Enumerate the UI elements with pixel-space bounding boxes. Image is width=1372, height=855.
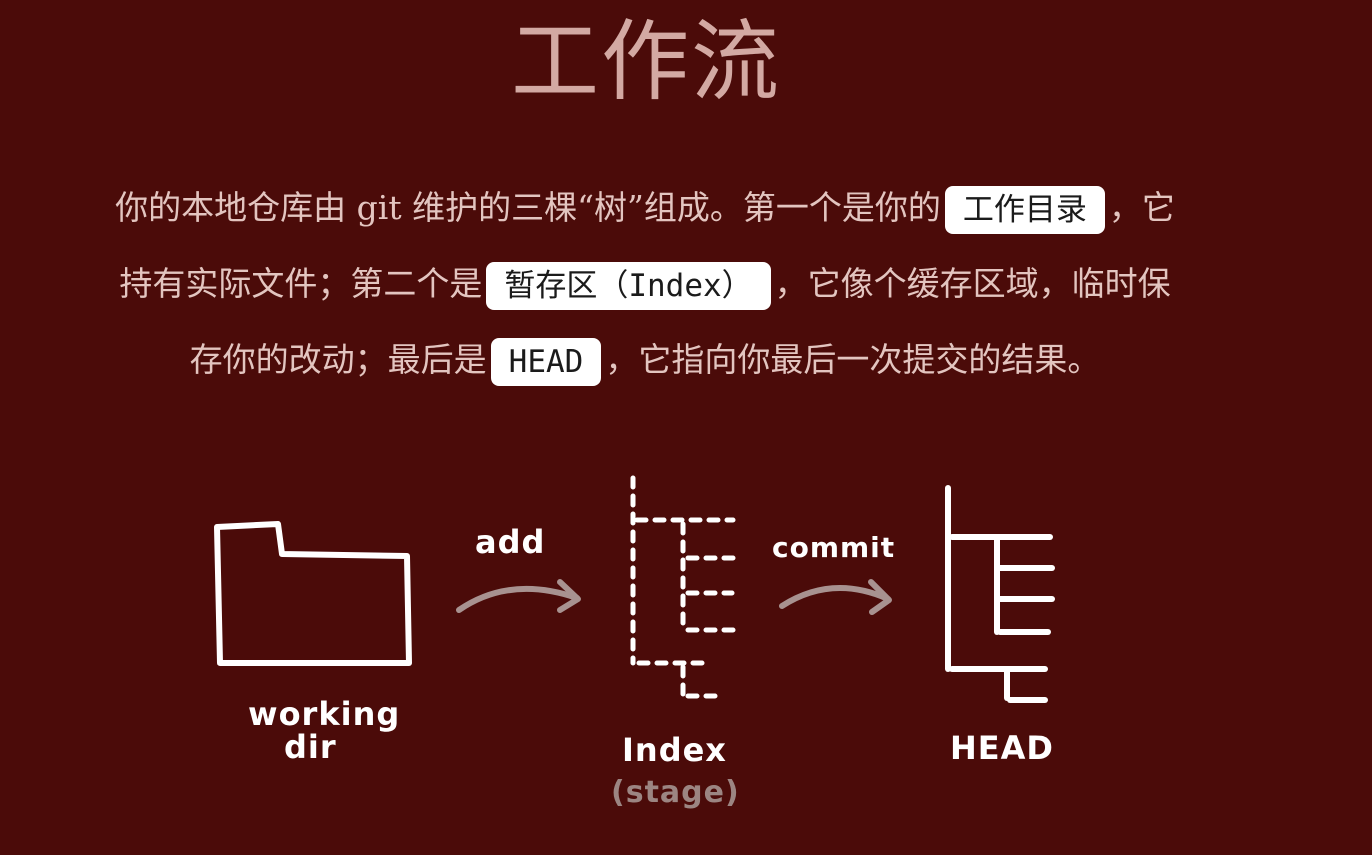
index-chip: 暂存区（Index） (486, 262, 771, 310)
add-arrow-icon (456, 579, 581, 613)
index-sublabel: (stage) (611, 775, 740, 810)
working-dir-chip: 工作目录 (944, 186, 1105, 234)
page-title: 工作流 (510, 10, 781, 113)
workflow-diagram: add commit working dir Index (stage) HEA… (0, 460, 1372, 855)
intro-paragraph: 你的本地仓库由 git 维护的三棵“树”组成。第一个是你的工作目录，它 持有实际… (40, 170, 1250, 398)
folder-icon (214, 521, 412, 666)
working-dir-label-2: dir (284, 728, 337, 766)
index-label: Index (622, 731, 727, 769)
head-chip: HEAD (490, 338, 602, 386)
intro-text: 存你的改动；最后是 (189, 340, 487, 379)
workflow-diagram-svg (214, 475, 1055, 703)
intro-line-2: 持有实际文件；第二个是暂存区（Index），它像个缓存区域，临时保 (40, 246, 1250, 322)
intro-text: 持有实际文件；第二个是 (119, 264, 483, 303)
intro-text: ，它像个缓存区域，临时保 (774, 264, 1171, 303)
working-dir-label-1: working (248, 695, 401, 733)
commit-arrow-icon (779, 579, 892, 615)
head-tree-icon (945, 485, 1055, 703)
commit-label: commit (772, 531, 896, 564)
intro-text: ，它 (1108, 188, 1175, 227)
head-label: HEAD (950, 729, 1054, 767)
intro-text: 你的本地仓库由 git 维护的三棵“树”组成。第一个是你的 (115, 188, 941, 227)
intro-text: ，它指向你最后一次提交的结果。 (605, 340, 1101, 379)
intro-line-1: 你的本地仓库由 git 维护的三棵“树”组成。第一个是你的工作目录，它 (40, 170, 1250, 246)
add-label: add (475, 523, 546, 561)
index-tree-icon (630, 475, 743, 699)
